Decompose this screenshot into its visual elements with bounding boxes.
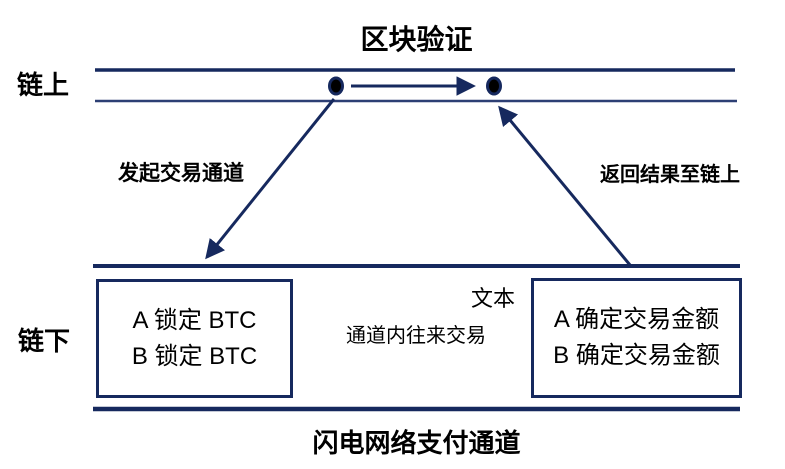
confirm-amount-line1: A 确定交易金额: [553, 306, 720, 333]
text-label: 文本: [471, 286, 516, 311]
lock-btc-line1: A 锁定 BTC: [132, 306, 257, 334]
lock-btc-line2: B 锁定 BTC: [131, 342, 258, 370]
open-channel-arrow-icon: [205, 98, 336, 260]
offchain-label: 链下: [18, 326, 71, 356]
open-channel-arrow-label: 发起交易通道: [118, 162, 244, 185]
confirm-amount-line2: B 确定交易金额: [553, 342, 720, 369]
return-result-arrow-icon: [498, 105, 632, 266]
return-result-arrow-label: 返回结果至链上: [600, 164, 740, 186]
lock-btc-box: A 锁定 BTC B 锁定 BTC: [96, 279, 293, 398]
top-title: 区块验证: [360, 24, 473, 55]
block-node-right-icon: [486, 76, 502, 96]
confirm-amount-box: A 确定交易金额 B 确定交易金额: [531, 278, 742, 398]
bottom-title: 闪电网络支付通道: [312, 428, 521, 458]
onchain-label: 链上: [17, 70, 70, 100]
channel-activity-label: 通道内往来交易: [346, 325, 486, 347]
block-node-left-icon: [328, 76, 344, 96]
